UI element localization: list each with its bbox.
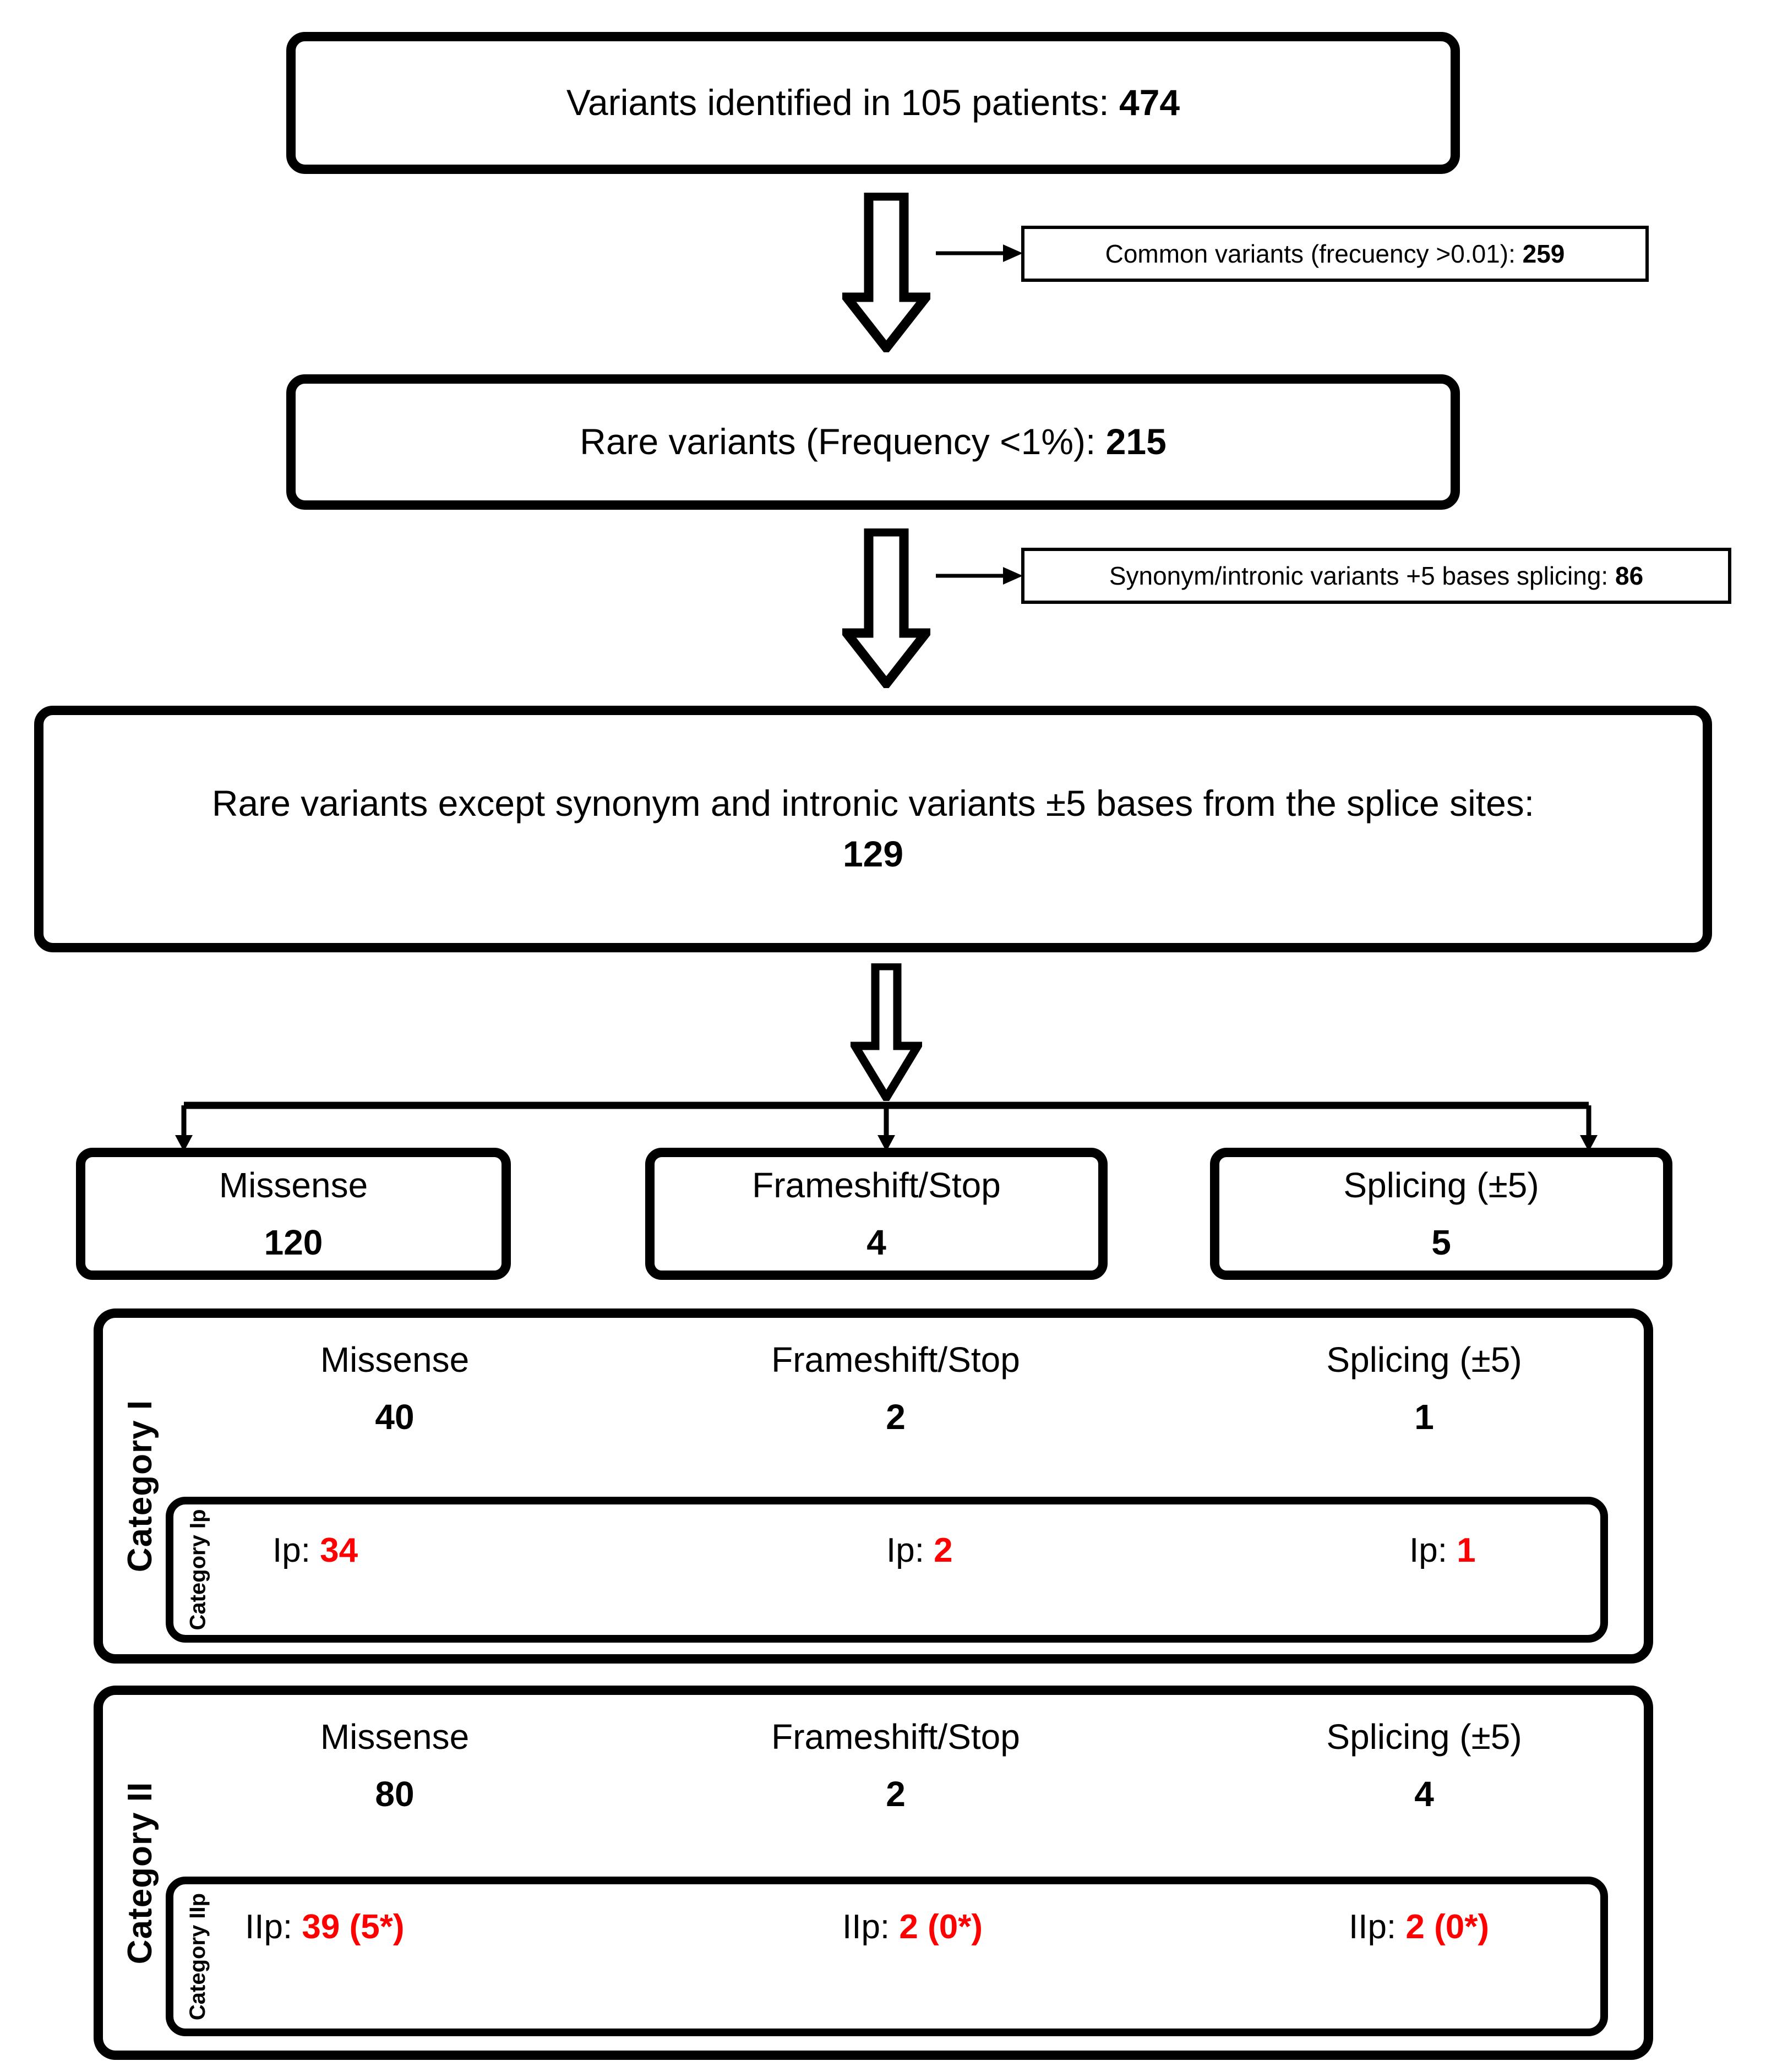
branch-box-splicing-label: Splicing (±5)	[1343, 1165, 1539, 1205]
category-iip-cell-splicing: IIp: 2 (0*)	[1349, 1907, 1489, 1946]
category-iip-cell-missense: IIp: 39 (5*)	[245, 1907, 404, 1946]
category-ii-col-frameshift-stop-label: Frameshift/Stop	[771, 1717, 1020, 1757]
branch-box-missense: Missense 120	[76, 1148, 511, 1280]
category-i-col-splicing-label: Splicing (±5)	[1326, 1340, 1522, 1379]
branch-box-frameshift-stop-count: 4	[866, 1223, 886, 1262]
category-i-vertical-label: Category I	[115, 1318, 166, 1654]
category-ii-col-frameshift-stop: Frameshift/Stop 2	[725, 1717, 1066, 1814]
node-rare-variants: Rare variants (Frequency <1%): 215	[286, 374, 1460, 510]
branch-box-missense-count: 120	[264, 1223, 323, 1262]
node-variants-identified-value: 474	[1119, 82, 1180, 123]
category-iip-cell-splicing-value: 2 (0*)	[1405, 1908, 1489, 1946]
category-ip-cell-frameshift-stop-label: Ip:	[886, 1531, 934, 1569]
category-i-col-missense-count: 40	[375, 1397, 415, 1437]
category-ii-col-frameshift-stop-count: 2	[886, 1774, 906, 1814]
node-rare-variants-prefix: Rare variants (Frequency <1%):	[580, 421, 1106, 462]
category-i-col-missense: Missense 40	[241, 1340, 549, 1437]
block-arrow-2-shape	[842, 528, 930, 688]
category-ii-col-missense-label: Missense	[320, 1717, 470, 1757]
category-iip-cell-missense-value: 39 (5*)	[302, 1908, 405, 1946]
block-arrow-2	[842, 528, 930, 688]
category-ii-vertical-label-text: Category II	[121, 1781, 160, 1964]
category-iip-box: Category IIp IIp: 39 (5*) IIp: 2 (0*) II…	[166, 1877, 1608, 2036]
category-iip-cell-missense-label: IIp:	[245, 1908, 302, 1946]
category-iip-vertical-label-text: Category IIp	[186, 1893, 210, 2020]
connector-common-variants	[936, 242, 1024, 264]
category-i-box: Category I Missense 40 Frameshift/Stop 2…	[94, 1308, 1653, 1664]
node-rare-variants-value: 215	[1105, 421, 1167, 462]
category-ii-col-splicing: Splicing (±5) 4	[1270, 1717, 1578, 1814]
node-variants-identified-prefix: Variants identified in 105 patients:	[566, 82, 1119, 123]
category-iip-cell-frameshift-stop-value: 2 (0*)	[899, 1908, 983, 1946]
node-common-variants: Common variants (frecuency >0.01): 259	[1021, 226, 1649, 282]
node-variants-identified-text: Variants identified in 105 patients: 474	[544, 81, 1202, 124]
branch-box-missense-label: Missense	[219, 1165, 368, 1205]
category-iip-cell-splicing-label: IIp:	[1349, 1908, 1406, 1946]
category-ip-cell-frameshift-stop-value: 2	[934, 1531, 953, 1569]
block-arrow-1	[842, 193, 930, 352]
category-ip-vertical-label-text: Category Ip	[186, 1509, 210, 1631]
connector-synonym-variants-shape	[936, 567, 1023, 585]
category-ip-cell-splicing: Ip: 1	[1409, 1531, 1476, 1570]
category-ii-col-missense-count: 80	[375, 1774, 415, 1814]
category-ip-cell-missense: Ip: 34	[272, 1531, 358, 1570]
category-i-col-splicing: Splicing (±5) 1	[1270, 1340, 1578, 1437]
block-arrow-3-shape	[851, 963, 922, 1101]
category-i-col-frameshift-stop-label: Frameshift/Stop	[771, 1340, 1020, 1379]
node-rare-variants-text: Rare variants (Frequency <1%): 215	[558, 421, 1189, 464]
node-synonym-variants: Synonym/intronic variants +5 bases splic…	[1021, 548, 1731, 604]
node-variants-identified: Variants identified in 105 patients: 474	[286, 32, 1460, 174]
category-ip-vertical-label: Category Ip	[181, 1504, 215, 1635]
category-ii-box: Category II Missense 80 Frameshift/Stop …	[94, 1686, 1653, 2060]
category-ip-cell-frameshift-stop: Ip: 2	[886, 1531, 953, 1570]
node-synonym-variants-text: Synonym/intronic variants +5 bases splic…	[1109, 561, 1643, 591]
branch-box-splicing: Splicing (±5) 5	[1210, 1148, 1672, 1280]
block-arrow-3	[851, 963, 922, 1101]
category-ii-col-missense: Missense 80	[241, 1717, 549, 1814]
node-common-variants-value: 259	[1522, 239, 1565, 268]
category-iip-vertical-label: Category IIp	[181, 1884, 215, 2029]
category-ii-col-splicing-count: 4	[1414, 1774, 1434, 1814]
connector-common-variants-shape	[936, 244, 1023, 262]
block-arrow-1-shape	[842, 193, 930, 352]
connector-synonym-variants	[936, 565, 1024, 587]
node-rare-filtered-line1: Rare variants except synonym and introni…	[211, 783, 1535, 824]
category-iip-cell-frameshift-stop-label: IIp:	[842, 1908, 900, 1946]
category-ip-cell-missense-label: Ip:	[272, 1531, 320, 1569]
category-ii-col-splicing-label: Splicing (±5)	[1326, 1717, 1522, 1757]
category-i-col-missense-label: Missense	[320, 1340, 470, 1379]
category-ip-cell-splicing-label: Ip:	[1409, 1531, 1457, 1569]
node-synonym-variants-value: 86	[1615, 561, 1644, 590]
tree-branch-connector-shape	[175, 1102, 1598, 1152]
node-rare-filtered: Rare variants except synonym and introni…	[34, 706, 1712, 952]
category-iip-cell-frameshift-stop: IIp: 2 (0*)	[842, 1907, 983, 1946]
tree-branch-connector	[165, 1101, 1607, 1153]
node-common-variants-text: Common variants (frecuency >0.01): 259	[1105, 239, 1565, 269]
category-ip-cell-missense-value: 34	[320, 1531, 358, 1569]
category-i-vertical-label-text: Category I	[121, 1399, 160, 1573]
category-i-col-frameshift-stop: Frameshift/Stop 2	[725, 1340, 1066, 1437]
branch-box-frameshift-stop-label: Frameshift/Stop	[752, 1165, 1001, 1205]
category-i-col-frameshift-stop-count: 2	[886, 1397, 906, 1437]
node-synonym-variants-prefix: Synonym/intronic variants +5 bases splic…	[1109, 561, 1615, 590]
branch-box-splicing-count: 5	[1431, 1223, 1451, 1262]
category-ii-vertical-label: Category II	[115, 1695, 166, 2051]
node-rare-filtered-value: 129	[842, 833, 904, 874]
category-ip-cell-splicing-value: 1	[1457, 1531, 1476, 1569]
category-i-col-splicing-count: 1	[1414, 1397, 1434, 1437]
category-ip-box: Category Ip Ip: 34 Ip: 2 Ip: 1	[166, 1497, 1608, 1643]
branch-box-frameshift-stop: Frameshift/Stop 4	[645, 1148, 1108, 1280]
node-common-variants-prefix: Common variants (frecuency >0.01):	[1105, 239, 1523, 268]
